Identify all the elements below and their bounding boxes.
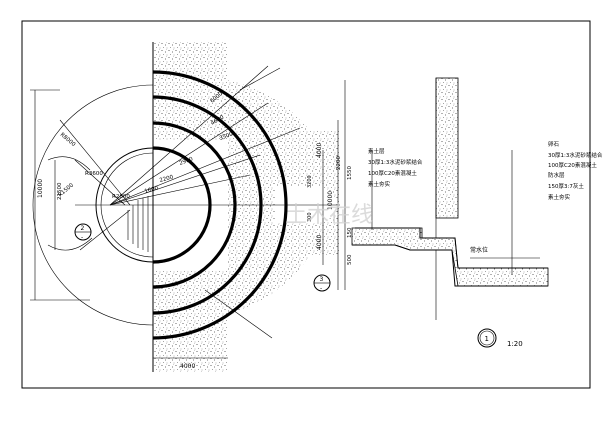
right-note-2: 防水层 [548,171,565,179]
section-wall [435,77,459,219]
left-note-2: 素土夯实 [368,180,391,188]
dim-left-vert: 10000 [37,179,44,198]
detail-marker: 1 1:20 [477,328,523,348]
right-notes-title: 卵石 [548,140,560,148]
dim-right-e: 4000 [316,235,323,250]
marker-2-den: - [81,234,83,241]
dim-top-width: 4000 [180,363,195,370]
left-dimension: 10000 21500 [30,89,90,301]
section-dim-d4: 500 [347,254,353,265]
dim-right-b: 3200 [307,175,313,188]
marker-3-den: - [320,285,322,292]
dim-right-a: 4000 [316,143,323,158]
marker-2-num: 2 [81,225,85,232]
right-note-1: 100厚C20素混凝土 [548,161,597,169]
dim-r-inner: R2800 [112,194,130,200]
dim-r-mid: R3600 [85,171,103,177]
detail-marker-num: 1 [485,335,489,343]
paving-fill [153,42,340,372]
dim-right-g: 300 [307,212,313,222]
section-dim-d1: 2200 [336,156,342,170]
dim-r-outer: R8000 [59,132,77,148]
dim-ray-e: 2200 [159,174,175,184]
dim-right-d: 10000 [327,191,334,210]
left-note-0: 30厚1:3水泥砂浆结合 [368,158,423,166]
right-dimensions: 4000 10000 4000 3200 300 [307,120,339,290]
right-note-4: 素土夯实 [548,193,571,201]
radial-leaders [59,65,301,339]
right-notes: 卵石 30厚1:3水泥砂浆结合 100厚C20素混凝土 防水层 150厚3:7灰… [548,140,603,201]
detail-scale: 1:20 [507,340,523,348]
section-stepped-outline [355,227,548,269]
dim-left-vert-b: 21500 [57,182,63,200]
right-note-3: 150厚3:7灰土 [548,182,584,190]
pool-step-lines [127,196,149,252]
left-notes-title: 素土层 [368,147,385,155]
plan-view: 6000 4600 3500 2900 2200 1600 R8000 R360… [30,42,340,372]
section-dims: 2200 1550 150 500 [336,80,353,290]
watermark: 土木在线 [285,203,373,228]
section-view: 常水位 素土层 30厚1:3水泥砂浆结合 100厚C20素混凝土 素土夯实 卵石… [336,77,603,320]
section-marker-2: 2 - [74,223,92,241]
water-label: 常水位 [470,246,488,254]
section-marker-3: 3 - [313,274,331,292]
section-dim-d3: 150 [347,227,353,238]
section-ground [351,227,549,287]
left-notes: 素土层 30厚1:3水泥砂浆结合 100厚C20素混凝土 素土夯实 [368,147,423,188]
dim-ray-c: 3500 [219,131,235,142]
section-base-outline [352,244,548,287]
left-scalloped-edge [47,156,93,251]
dim-ray-f: 1600 [144,185,160,195]
left-note-1: 100厚C20素混凝土 [368,169,417,177]
dim-ray-d: 2900 [179,156,195,167]
sheet-border [21,20,591,389]
section-dim-d2: 1550 [347,166,353,180]
marker-3-num: 3 [320,276,324,283]
right-note-0: 30厚1:3水泥砂浆结合 [548,151,603,159]
